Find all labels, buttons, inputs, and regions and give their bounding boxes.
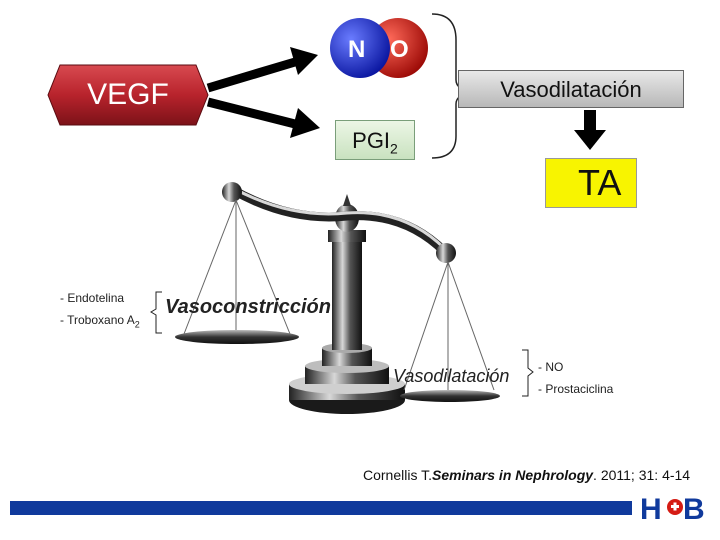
vegf-shape xyxy=(47,64,209,126)
vasodilatacion-scale-label: Vasodilatación xyxy=(393,366,510,386)
arrow-right-icon xyxy=(206,47,318,93)
left-item-troboxano: - Troboxano A2 xyxy=(60,313,140,329)
citation-rest: . 2011; 31: 4-14 xyxy=(593,467,691,483)
arrow-down-icon xyxy=(574,110,606,150)
n-atom-label: N xyxy=(348,36,366,63)
pgi2-box: PGI2 xyxy=(335,120,415,160)
right-item-no: - NO xyxy=(538,360,564,374)
vasodilatacion-box: Vasodilatación xyxy=(458,70,684,108)
svg-text:B: B xyxy=(683,493,705,526)
citation-journal: Seminars in Nephrology xyxy=(432,467,594,483)
pgi-label: PGI xyxy=(352,128,391,153)
troboxano-text: - Troboxano A xyxy=(60,313,135,327)
pgi-subscript: 2 xyxy=(390,140,398,157)
troboxano-subscript: 2 xyxy=(134,319,140,330)
left-bracket xyxy=(150,291,162,334)
ta-label: TA xyxy=(578,162,622,203)
brand-bar xyxy=(10,501,632,515)
svg-text:H: H xyxy=(640,493,662,526)
vegf-label: VEGF xyxy=(87,78,169,111)
vasoconstriccion-label: Vasoconstricción xyxy=(165,296,331,318)
scale-icon xyxy=(175,182,500,414)
citation: Cornellis T.Seminars in Nephrology. 2011… xyxy=(363,467,690,483)
right-bracket xyxy=(522,349,534,397)
o-atom-label: O xyxy=(390,36,409,63)
no-molecule-icon xyxy=(330,18,428,78)
citation-author: Cornellis T. xyxy=(363,467,432,483)
left-item-endotelina: - Endotelina xyxy=(60,291,125,305)
arrow-right-icon xyxy=(206,97,320,138)
right-item-prostaciclina: - Prostaciclina xyxy=(538,382,614,396)
hb-logo: H B xyxy=(640,492,708,526)
ta-box xyxy=(545,158,637,208)
